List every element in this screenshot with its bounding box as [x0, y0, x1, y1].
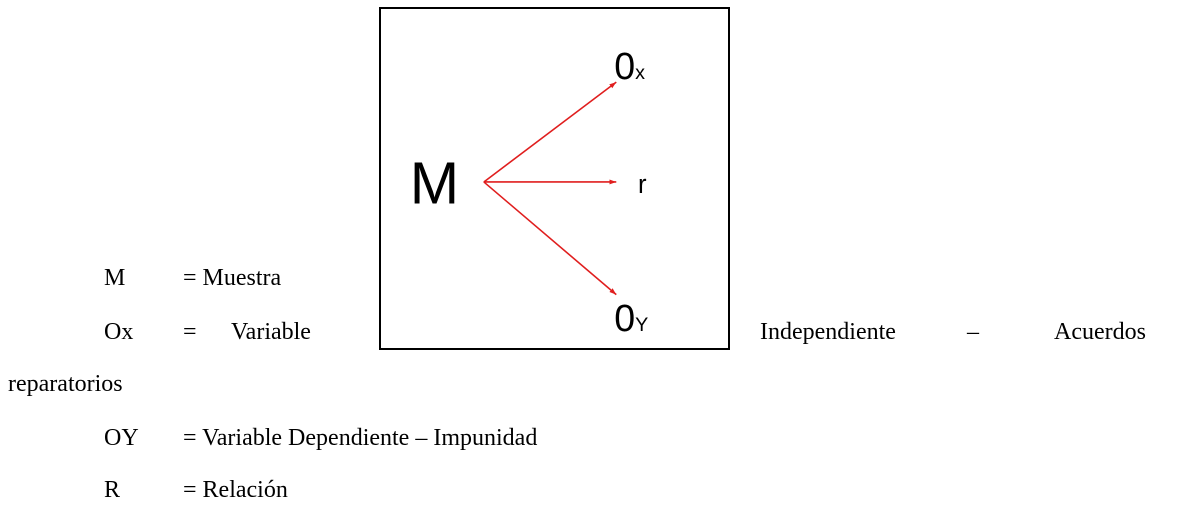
node-oy: 0Y [614, 297, 648, 339]
arrow-to-ox [483, 81, 617, 183]
node-ox-sub: x [635, 62, 645, 84]
legend-oy-definition: = Variable Dependiente – Impunidad [183, 425, 538, 451]
legend-ox-word2: Independiente [760, 319, 896, 345]
node-r: r [638, 171, 647, 199]
node-m: M [410, 150, 459, 217]
legend-ox-word3: Acuerdos [1054, 319, 1146, 345]
legend-m-symbol: M [104, 265, 126, 291]
legend-r-definition: = Relación [183, 477, 288, 503]
node-oy-sub: Y [635, 314, 648, 336]
legend-ox-dash: – [967, 319, 979, 345]
legend-ox-word1: Variable [231, 319, 311, 345]
legend-oy-symbol: OY [104, 425, 139, 451]
legend-m-definition: = Muestra [183, 265, 282, 291]
legend-ox-symbol: Ox [104, 319, 134, 345]
legend-ox-eq: = [183, 319, 197, 345]
node-ox: 0x [614, 45, 645, 87]
node-ox-main: 0 [614, 45, 635, 87]
arrow-to-oy [483, 181, 617, 296]
research-design-diagram: M 0x r 0Y [379, 7, 730, 350]
legend-ox-continuation: reparatorios [8, 371, 123, 397]
node-oy-main: 0 [614, 297, 635, 339]
diagram-canvas: M 0x r 0Y [410, 45, 649, 339]
legend-r-symbol: R [104, 477, 121, 503]
